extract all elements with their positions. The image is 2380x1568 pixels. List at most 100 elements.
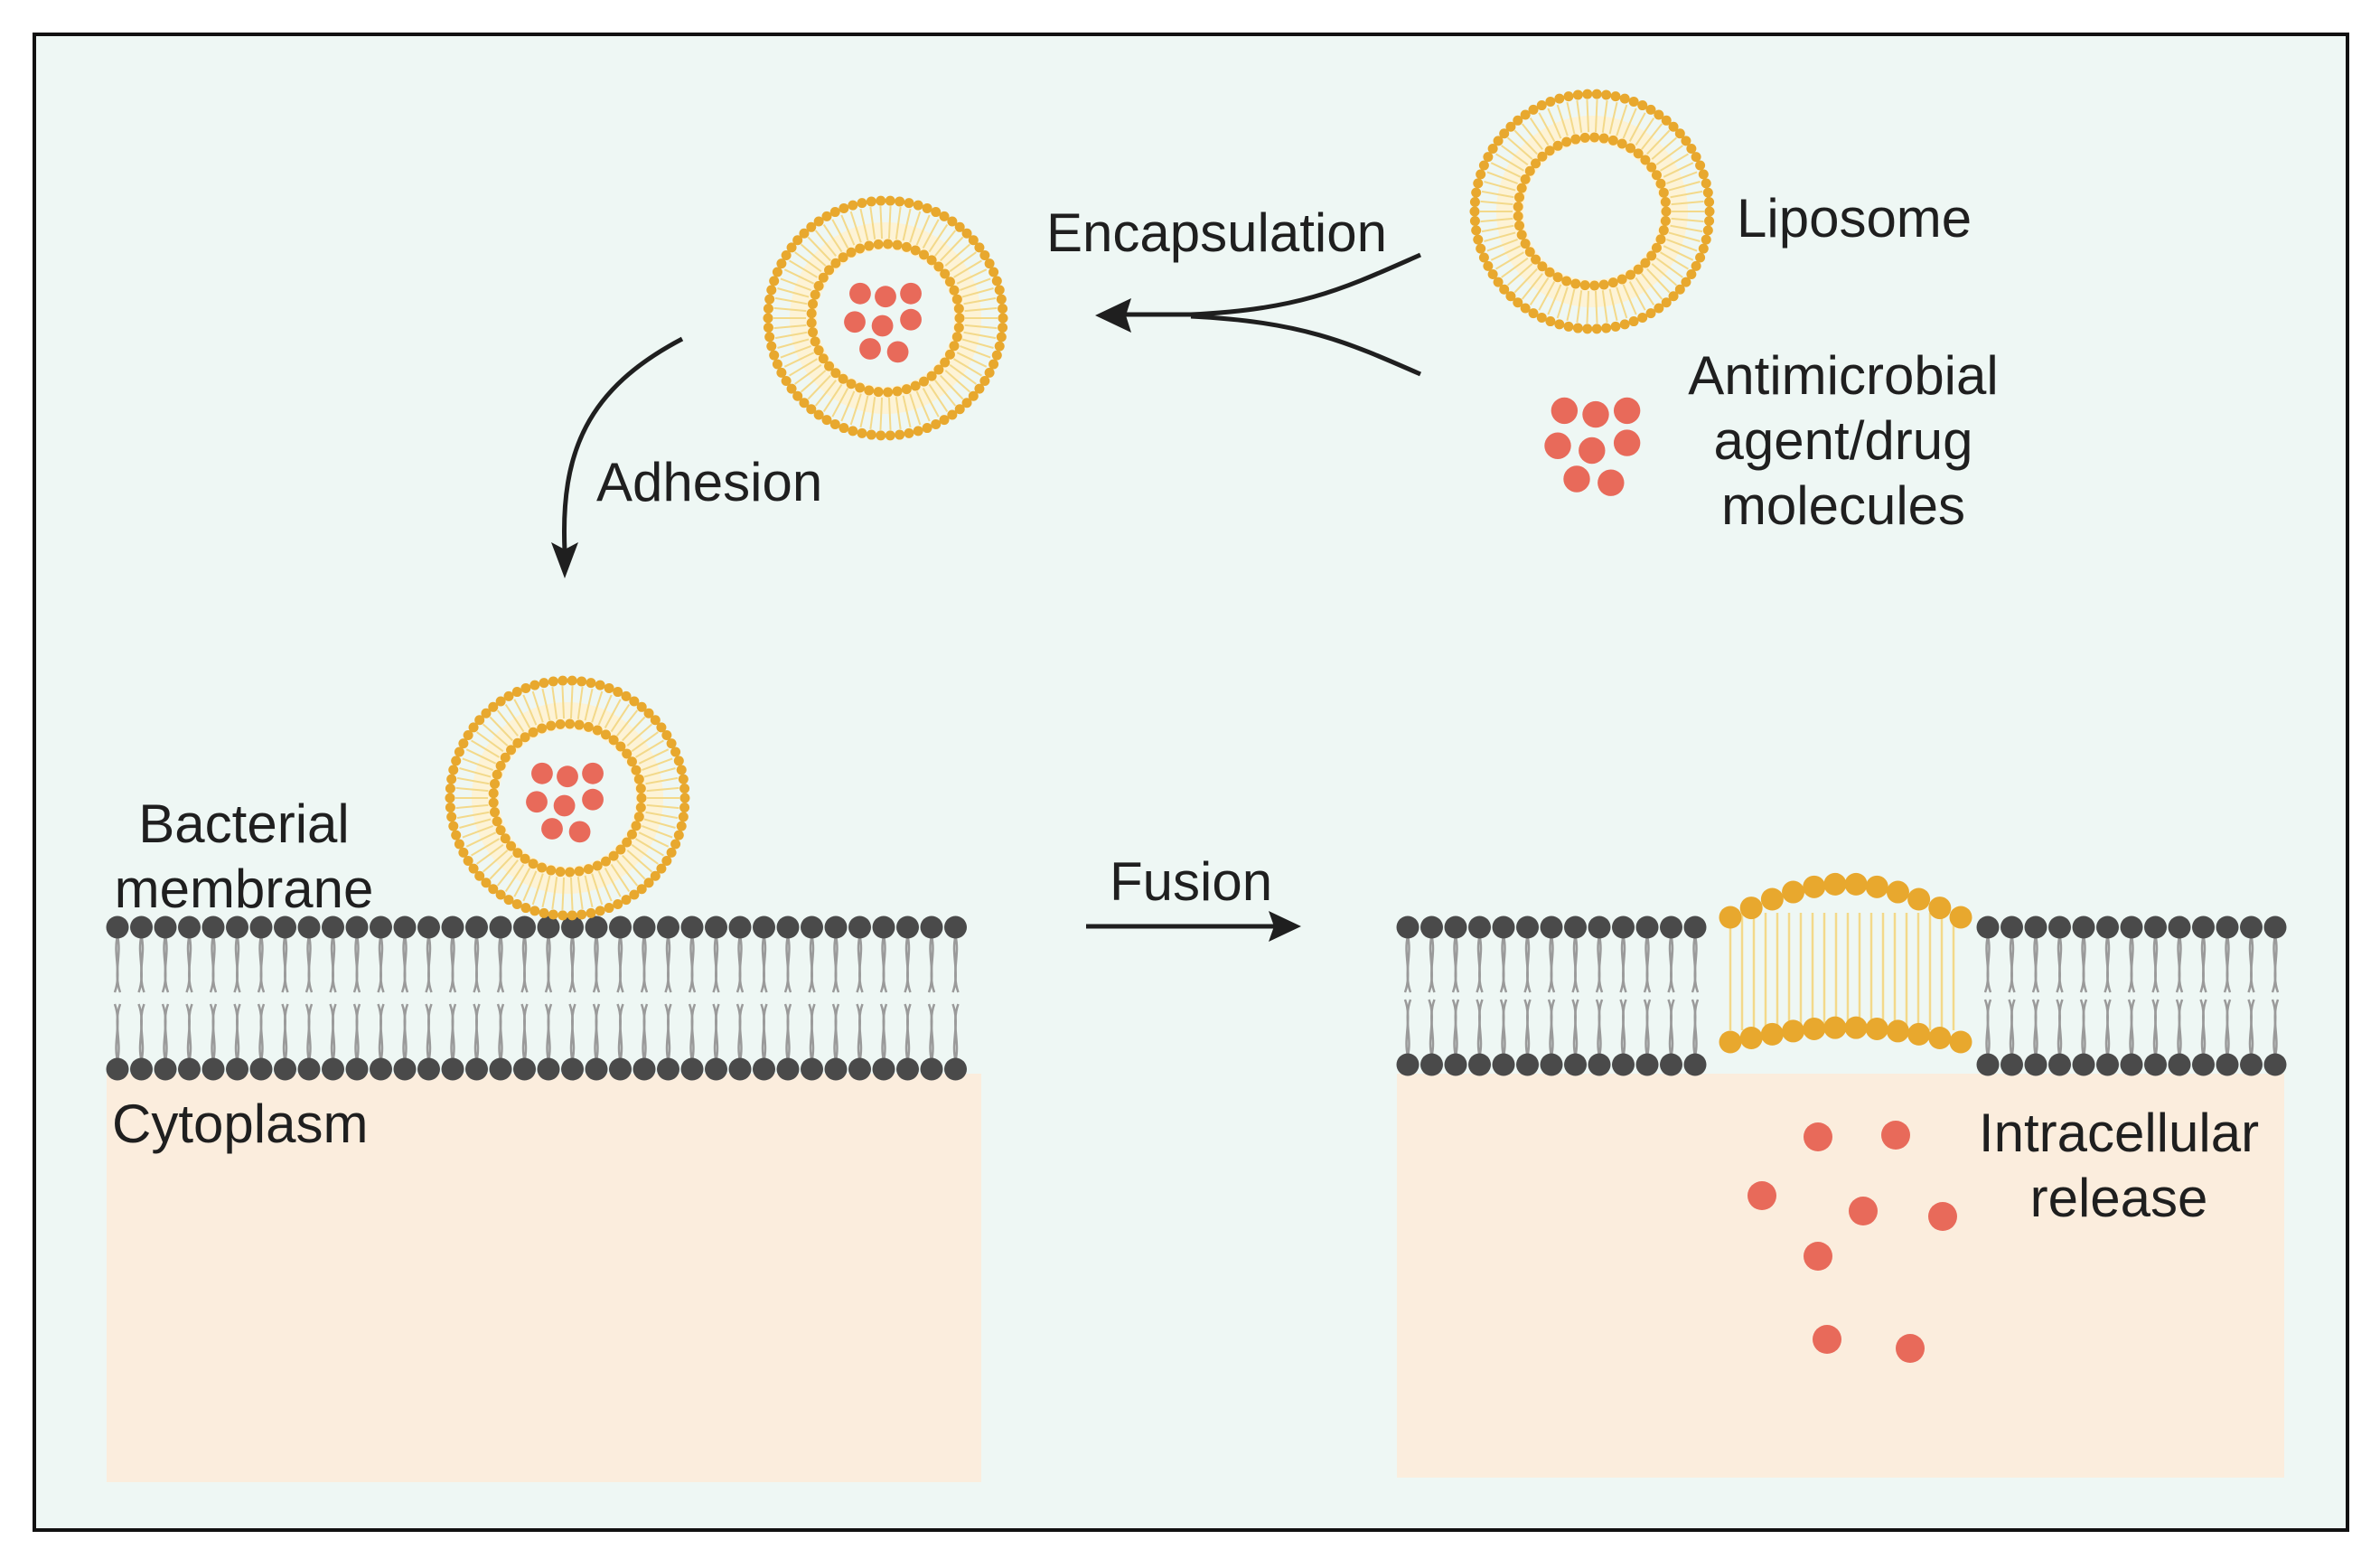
lipid-head <box>913 200 923 211</box>
membrane-head <box>753 915 775 939</box>
lipid-head <box>463 855 473 866</box>
lipid-head <box>495 825 506 836</box>
fusion-lipid-head <box>1865 1017 1888 1040</box>
lipid-head <box>1674 284 1685 295</box>
lipid-head <box>818 272 829 283</box>
lipid-head <box>576 909 587 920</box>
lipid-tail <box>1601 99 1608 133</box>
lipid-head <box>500 833 511 844</box>
lipid-head <box>613 687 623 698</box>
lipid-tail <box>780 344 811 359</box>
lipid-head <box>679 802 690 812</box>
membrane-tail <box>930 1003 936 1061</box>
lipid-head <box>539 907 549 918</box>
lipid-head <box>1601 89 1612 100</box>
lipid-tail <box>909 393 922 426</box>
membrane-head <box>1635 1053 1659 1076</box>
lipid-head <box>643 878 654 888</box>
lipid-tail <box>1608 101 1618 135</box>
lipid-head <box>954 404 965 415</box>
lipid-head <box>451 830 462 840</box>
lipid-head <box>821 415 832 426</box>
lipid-tail <box>922 219 940 249</box>
lipid-head <box>895 429 905 440</box>
lipid-head <box>1698 243 1709 254</box>
lipid-head <box>808 298 819 309</box>
lipid-head <box>855 243 866 254</box>
lipid-tail <box>1480 200 1513 206</box>
lipid-head <box>495 760 506 771</box>
lipid-head <box>503 895 514 906</box>
membrane-head <box>1516 915 1539 939</box>
lipid-head <box>1704 206 1715 217</box>
lipid-tail <box>794 363 822 385</box>
membrane-tail <box>451 935 457 993</box>
lipid-head <box>539 678 549 689</box>
lipid-tail <box>1594 290 1598 324</box>
lipid-head <box>670 839 681 850</box>
lipid-tail <box>1666 238 1698 252</box>
lipid-head <box>1514 192 1525 202</box>
lipid-head <box>631 765 642 775</box>
lipid-tail <box>849 393 862 426</box>
membrane-tail <box>1406 935 1412 993</box>
membrane-head <box>801 1057 823 1081</box>
lipid-tail <box>513 699 531 728</box>
lipid-head <box>1582 324 1593 334</box>
membrane-head <box>1492 915 1515 939</box>
lipid-head <box>661 730 672 741</box>
lipid-tail <box>471 838 500 857</box>
antimicrobial-label-line1: Antimicrobial <box>1688 345 1999 406</box>
lipid-tail <box>800 370 827 393</box>
lipid-tail <box>1566 101 1576 135</box>
lipid-head <box>488 797 499 808</box>
lipid-tail <box>551 686 558 719</box>
membrane-tail <box>164 1003 170 1061</box>
lipid-tail <box>645 776 679 785</box>
lipid-head <box>839 423 849 434</box>
lipid-tail <box>638 748 670 765</box>
lipid-head <box>1516 183 1527 193</box>
membrane-head <box>489 1057 512 1081</box>
membrane-head <box>322 1057 344 1081</box>
membrane-tail <box>906 935 912 993</box>
lipid-head <box>901 241 912 252</box>
lipid-head <box>1545 316 1556 327</box>
lipid-head <box>445 793 455 803</box>
lipid-head <box>1471 187 1482 198</box>
lipid-head <box>492 769 502 780</box>
lipid-head <box>1607 135 1618 146</box>
drug-molecule <box>900 308 922 331</box>
lipid-head <box>474 870 485 881</box>
lipid-head <box>806 317 817 328</box>
lipid-tail <box>773 324 807 330</box>
lipid-head <box>968 235 979 246</box>
membrane-tail <box>954 1003 960 1061</box>
membrane-tail <box>882 935 888 993</box>
lipid-head <box>792 235 803 246</box>
lipid-head <box>1607 277 1618 288</box>
lipid-tail <box>1651 263 1678 286</box>
lipid-head <box>1668 291 1679 302</box>
membrane-head <box>417 1057 440 1081</box>
drug-molecule <box>582 762 604 784</box>
drug-molecule <box>859 338 881 360</box>
lipid-head <box>529 680 540 690</box>
lipid-tail <box>789 358 818 377</box>
lipid-tail <box>465 831 497 848</box>
lipid-head <box>1658 225 1669 236</box>
lipid-head <box>838 373 848 384</box>
lipid-head <box>629 696 640 707</box>
lipid-tail <box>1586 99 1590 133</box>
membrane-tail <box>1550 999 1556 1056</box>
lipid-tail <box>1486 238 1518 252</box>
lipid-head <box>583 864 594 875</box>
lipid-head <box>1645 308 1656 319</box>
lipid-head <box>979 375 990 386</box>
membrane-head <box>537 1057 560 1081</box>
lipid-head <box>492 816 502 827</box>
membrane-head <box>2001 915 2023 939</box>
lipid-tail <box>1671 200 1704 206</box>
lipid-head <box>818 353 829 364</box>
membrane-tail <box>307 935 314 993</box>
